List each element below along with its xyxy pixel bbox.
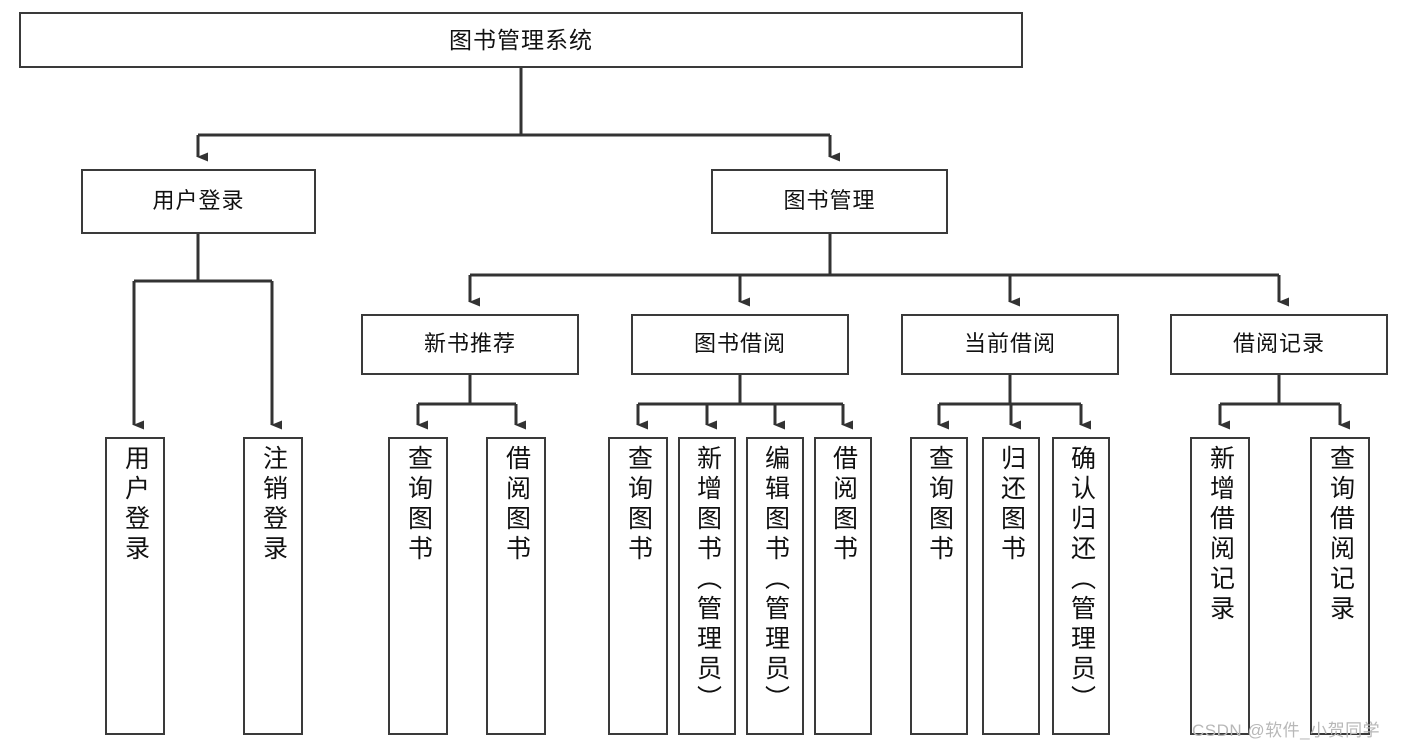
node-leaf-edit-book-label: 编辑图书（管理员） (761, 445, 790, 715)
node-leaf-query-book-3[interactable]: 查询图书 (910, 437, 968, 735)
node-leaf-user-logout-label: 注销登录 (259, 445, 288, 565)
node-leaf-user-login-label: 用户登录 (121, 445, 150, 565)
node-new-book-recommend[interactable]: 新书推荐 (361, 314, 579, 375)
node-book-manage-label: 图书管理 (783, 188, 876, 214)
node-new-book-recommend-label: 新书推荐 (423, 331, 516, 357)
node-leaf-query-book-3-label: 查询图书 (925, 445, 954, 565)
node-leaf-user-logout[interactable]: 注销登录 (243, 437, 303, 735)
node-book-borrow[interactable]: 图书借阅 (631, 314, 849, 375)
node-leaf-borrow-book-2[interactable]: 借阅图书 (814, 437, 872, 735)
node-leaf-borrow-book-1-label: 借阅图书 (502, 445, 531, 565)
csdn-watermark: CSDN @软件_小贺同学 (1192, 721, 1381, 740)
node-borrow-record-label: 借阅记录 (1232, 331, 1325, 357)
node-user-login-label: 用户登录 (152, 188, 245, 214)
node-borrow-record[interactable]: 借阅记录 (1170, 314, 1388, 375)
node-leaf-query-book-2[interactable]: 查询图书 (608, 437, 668, 735)
node-leaf-return-book[interactable]: 归还图书 (982, 437, 1040, 735)
node-leaf-query-record-label: 查询借阅记录 (1326, 445, 1355, 625)
node-leaf-borrow-book-2-label: 借阅图书 (829, 445, 858, 565)
node-leaf-query-book-1-label: 查询图书 (404, 445, 433, 565)
node-current-borrow[interactable]: 当前借阅 (901, 314, 1119, 375)
node-root-system[interactable]: 图书管理系统 (19, 12, 1023, 68)
node-user-login[interactable]: 用户登录 (81, 169, 316, 234)
node-leaf-confirm-return-label: 确认归还（管理员） (1067, 445, 1096, 715)
node-leaf-add-record-label: 新增借阅记录 (1206, 445, 1235, 625)
node-leaf-borrow-book-1[interactable]: 借阅图书 (486, 437, 546, 735)
node-book-borrow-label: 图书借阅 (693, 331, 786, 357)
node-leaf-add-book-label: 新增图书（管理员） (693, 445, 722, 715)
node-leaf-edit-book[interactable]: 编辑图书（管理员） (746, 437, 804, 735)
node-leaf-query-book-2-label: 查询图书 (624, 445, 653, 565)
node-leaf-add-book[interactable]: 新增图书（管理员） (678, 437, 736, 735)
node-leaf-query-record[interactable]: 查询借阅记录 (1310, 437, 1370, 735)
node-leaf-query-book-1[interactable]: 查询图书 (388, 437, 448, 735)
node-leaf-add-record[interactable]: 新增借阅记录 (1190, 437, 1250, 735)
node-current-borrow-label: 当前借阅 (963, 331, 1056, 357)
node-root-label: 图书管理系统 (449, 26, 593, 53)
node-leaf-confirm-return[interactable]: 确认归还（管理员） (1052, 437, 1110, 735)
node-leaf-return-book-label: 归还图书 (997, 445, 1026, 565)
node-leaf-user-login[interactable]: 用户登录 (105, 437, 165, 735)
node-book-manage[interactable]: 图书管理 (711, 169, 948, 234)
